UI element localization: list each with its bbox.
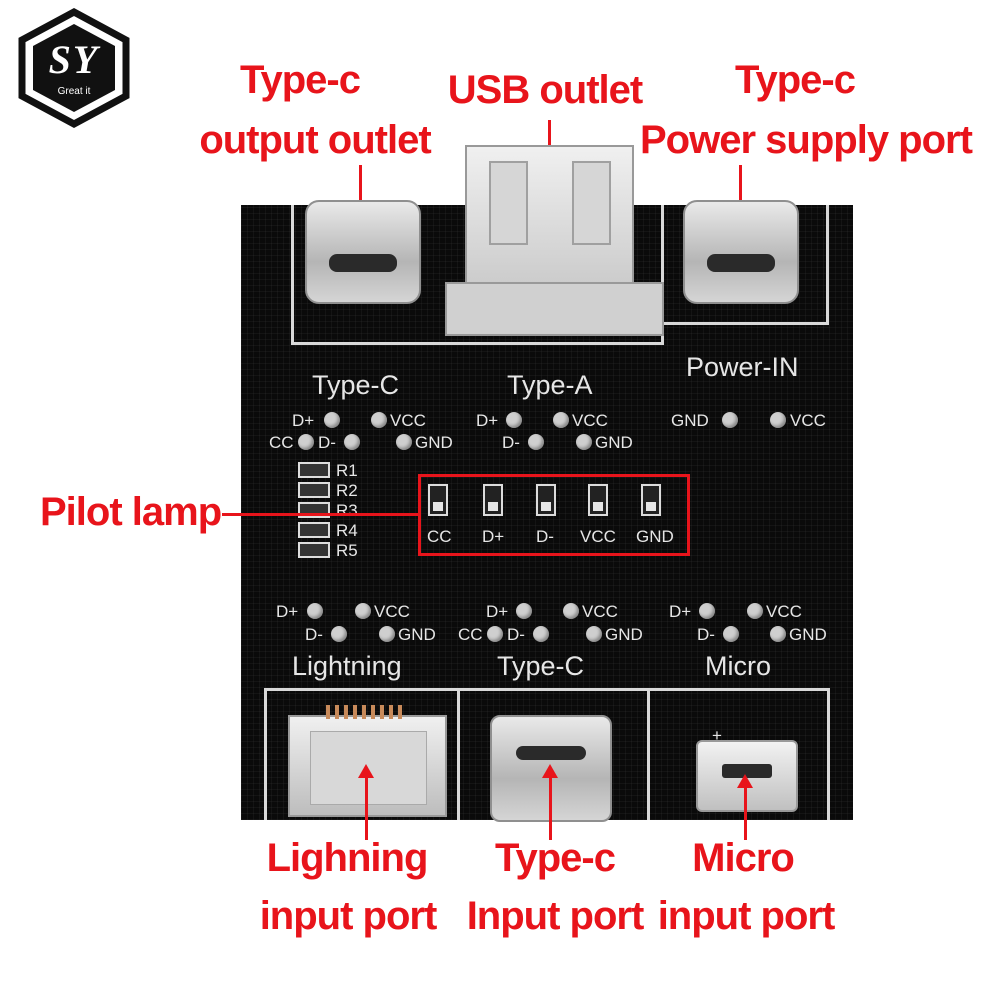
callout-typec-output-line1: Type-c <box>240 58 361 102</box>
led-gnd <box>641 484 661 516</box>
pin-label: D- <box>507 625 525 644</box>
callout-lightning-line1: Lighning <box>266 836 429 880</box>
label-lightning: Lightning <box>292 651 402 681</box>
resistor-list: R1 R2 R3 R4 R5 <box>298 460 358 560</box>
pin-label: D+ <box>669 602 692 621</box>
pin-label: VCC <box>766 602 802 621</box>
resistor-label: R1 <box>336 460 358 480</box>
led-label: D+ <box>482 527 505 546</box>
led-vcc <box>588 484 608 516</box>
callout-pilot-lamp: Pilot lamp <box>40 490 222 534</box>
pin-label: D+ <box>476 411 499 430</box>
led-label: CC <box>427 527 452 546</box>
pin-label: CC <box>458 625 483 644</box>
pin-label: D+ <box>292 411 315 430</box>
pin-label: GND <box>398 625 436 644</box>
pin-label: D- <box>697 625 715 644</box>
pin-label: D+ <box>276 602 299 621</box>
callout-micro-line2: input port <box>657 894 836 938</box>
label-micro: Micro <box>705 651 771 681</box>
usb-a-base <box>445 282 664 336</box>
brand-logo: SY Great it <box>14 8 134 128</box>
resistor-label: R2 <box>336 480 358 500</box>
callout-typec-power-line2: Power supply port <box>640 118 973 162</box>
logo-tagline: Great it <box>57 86 91 97</box>
callout-usb-outlet: USB outlet <box>447 68 643 112</box>
micro-plus-mark: + <box>712 726 722 745</box>
led-label: VCC <box>580 527 616 546</box>
label-power-in: Power-IN <box>686 352 799 382</box>
pin-label: CC <box>269 433 294 452</box>
pin-label: D- <box>502 433 520 452</box>
label-type-a: Type-A <box>507 370 593 400</box>
callout-typec-output-line2: output outlet <box>199 118 431 162</box>
led-cc <box>428 484 448 516</box>
pin-label: GND <box>415 433 453 452</box>
pin-label: VCC <box>790 411 826 430</box>
callout-typec-input-line2: Input port <box>466 894 645 938</box>
micro-usb-connector <box>696 740 798 812</box>
callout-typec-power-line1: Type-c <box>735 58 856 102</box>
pin-label: VCC <box>582 602 618 621</box>
label-type-c-bottom: Type-C <box>497 651 585 681</box>
pin-label: D+ <box>486 602 509 621</box>
logo-letters: SY <box>48 37 100 82</box>
pin-label: D- <box>318 433 336 452</box>
hexagon-logo-icon <box>18 8 130 128</box>
pin-label: VCC <box>390 411 426 430</box>
pilot-lamp-highlight <box>418 474 690 556</box>
callout-micro-line1: Micro <box>692 836 795 880</box>
pin-label: VCC <box>572 411 608 430</box>
callout-lightning-line2: input port <box>259 894 438 938</box>
led-dm <box>536 484 556 516</box>
resistor-label: R4 <box>336 520 358 540</box>
pin-label: GND <box>595 433 633 452</box>
led-label: D- <box>536 527 554 546</box>
pin-label: GND <box>605 625 643 644</box>
pin-label: GND <box>789 625 827 644</box>
pin-label: GND <box>671 411 709 430</box>
resistor-label: R5 <box>336 540 358 560</box>
label-type-c-top: Type-C <box>312 370 400 400</box>
led-dp <box>483 484 503 516</box>
typec-power-connector <box>683 200 799 304</box>
pin-label: D- <box>305 625 323 644</box>
led-label: GND <box>636 527 674 546</box>
typec-output-connector <box>305 200 421 304</box>
callout-typec-input-line1: Type-c <box>495 836 616 880</box>
pin-label: VCC <box>374 602 410 621</box>
